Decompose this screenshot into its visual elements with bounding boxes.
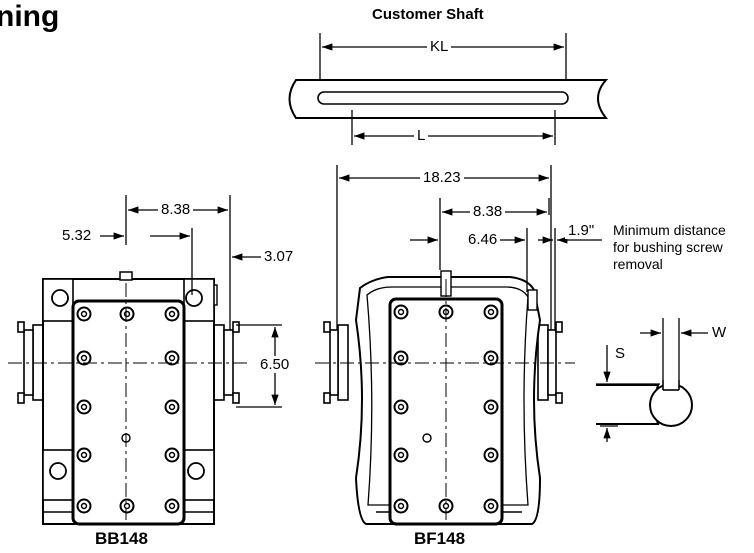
bushing-note-line1: Minimum distance	[613, 222, 726, 238]
bf148-dim-8-38: 8.38	[470, 203, 506, 220]
customer-shaft-heading: Customer Shaft	[372, 6, 484, 23]
bf148-reducer	[323, 270, 563, 526]
keyway-s-label: S	[615, 345, 626, 362]
bf148-dim-1-9: 1.9"	[565, 222, 598, 239]
bb148-dim-6-50: 6.50	[257, 356, 293, 373]
bf148-caption: BF148	[414, 529, 466, 548]
bb148-caption: BB148	[95, 529, 148, 548]
bushing-note-line3: removal	[613, 256, 663, 272]
bf148-dim-18-23: 18.23	[420, 169, 464, 186]
bf148-dim-6-46: 6.46	[465, 231, 501, 248]
bb148-reducer	[17, 271, 240, 526]
kl-dimension-label: KL	[427, 38, 452, 55]
keyway-w-label: W	[712, 324, 727, 341]
l-dimension-label: L	[414, 127, 429, 144]
page-title: ning	[0, 0, 60, 33]
bb148-dim-3-07: 3.07	[261, 248, 297, 265]
bb148-dim-5-32: 5.32	[59, 227, 95, 244]
bb148-dim-8-38: 8.38	[158, 201, 194, 218]
bushing-note-line2: for bushing screw	[613, 239, 723, 255]
keyway-detail	[596, 318, 708, 442]
customer-shaft	[288, 33, 609, 145]
